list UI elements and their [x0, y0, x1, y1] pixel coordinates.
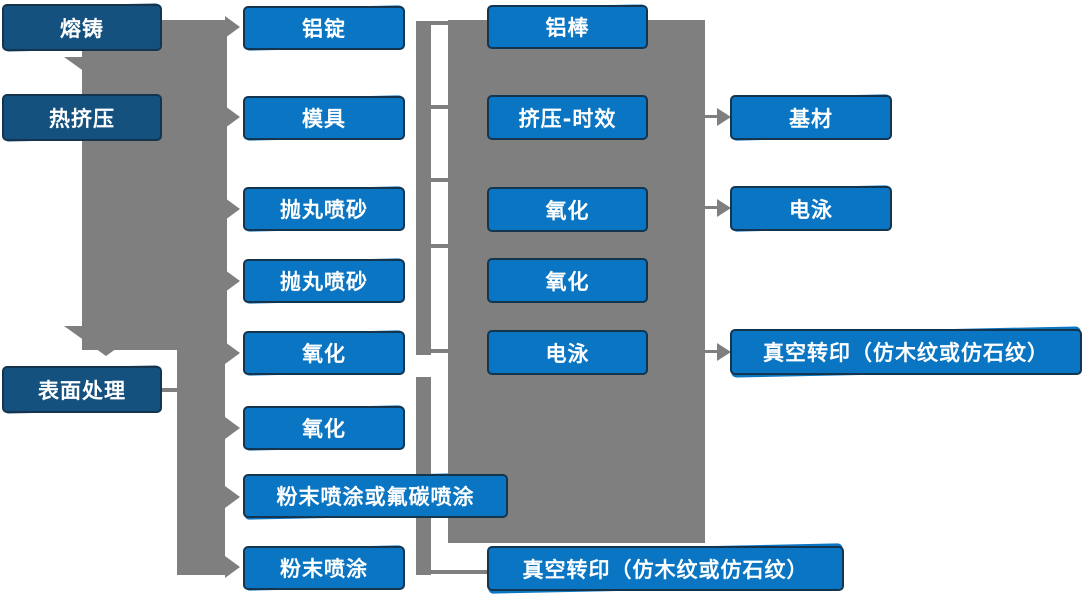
- stem-to-electrophoresis: [703, 206, 719, 209]
- node-base-material: 基材: [730, 95, 892, 140]
- arrowhead-to-aluminum-ingot: [225, 16, 240, 38]
- arrowhead-to-base-material: [717, 108, 731, 126]
- node-label: 氧化: [302, 417, 346, 441]
- node-label: 挤压-时效: [518, 106, 617, 131]
- flow-bar-left-lower: [177, 350, 225, 575]
- arrowhead-to-oxidation-1: [225, 342, 240, 364]
- node-label: 抛丸喷砂: [280, 270, 368, 294]
- node-label: 电泳: [545, 341, 590, 366]
- node-oxidation-4: 氧化: [487, 258, 648, 303]
- node-label: 氧化: [545, 269, 590, 294]
- node-label: 表面处理: [38, 378, 126, 403]
- node-label: 基材: [789, 106, 833, 131]
- arrowhead-to-vacuum-transfer: [717, 343, 731, 361]
- node-label: 粉末喷涂或氟碳喷涂: [276, 485, 475, 509]
- node-label: 真空转印（仿木纹或仿石纹）: [522, 557, 809, 582]
- node-label: 铝锭: [302, 17, 346, 41]
- node-label: 粉末喷涂: [280, 557, 368, 581]
- node-label: 模具: [302, 107, 346, 131]
- arrowhead-to-shot-blasting-2: [225, 270, 240, 292]
- node-label: 氧化: [545, 198, 590, 223]
- node-oxidation-1: 氧化: [243, 331, 405, 375]
- arrowhead-to-powder-coating: [225, 556, 240, 578]
- collector-tick-2: [431, 105, 448, 109]
- collector-tick-3: [431, 178, 448, 182]
- collector-tick-bottom: [431, 570, 492, 574]
- node-vacuum-transfer-print-1: 真空转印（仿木纹或仿石纹）: [487, 546, 844, 591]
- node-electrophoresis-1: 电泳: [487, 330, 648, 375]
- arrowhead-to-electrophoresis: [717, 199, 731, 217]
- node-label: 热挤压: [49, 106, 115, 131]
- arrowhead-to-oxidation-2: [225, 417, 240, 439]
- arrowhead-to-powder-or-fluorocarbon: [225, 486, 240, 508]
- node-label: 熔铸: [60, 16, 104, 41]
- node-label: 铝棒: [545, 16, 590, 40]
- arrowhead-to-shot-blasting-1: [225, 198, 240, 220]
- node-powder-or-fluorocarbon-coating: 粉末喷涂或氟碳喷涂: [243, 474, 508, 518]
- collector-tick-1: [431, 21, 448, 25]
- node-powder-coating: 粉末喷涂: [243, 546, 405, 590]
- node-label: 氧化: [302, 342, 346, 366]
- node-shot-blasting-2: 抛丸喷砂: [243, 259, 405, 303]
- collector-tick-4: [431, 244, 448, 248]
- node-hot-extrusion: 热挤压: [2, 94, 162, 141]
- arrowhead-to-mold: [225, 106, 240, 128]
- collector-bar-upper: [416, 21, 431, 355]
- node-oxidation-3: 氧化: [487, 187, 648, 232]
- node-label: 电泳: [789, 197, 833, 222]
- node-mold: 模具: [243, 96, 405, 140]
- node-aluminum-rod: 铝棒: [487, 5, 648, 49]
- down-arrowhead-to-hot-extrusion: [64, 57, 148, 87]
- node-electrophoresis-2: 电泳: [730, 186, 892, 231]
- node-smelting-casting: 熔铸: [2, 4, 162, 51]
- stem-to-vacuum-transfer: [703, 350, 719, 353]
- down-arrowhead-to-surface-treatment: [64, 326, 148, 356]
- node-extrusion-aging: 挤压-时效: [487, 95, 648, 140]
- node-vacuum-transfer-print-2: 真空转印（仿木纹或仿石纹）: [730, 329, 1082, 375]
- node-label: 真空转印（仿木纹或仿石纹）: [763, 341, 1049, 365]
- node-shot-blasting-1: 抛丸喷砂: [243, 187, 405, 231]
- node-oxidation-2: 氧化: [243, 406, 405, 450]
- stem-to-base-material: [703, 115, 719, 118]
- node-aluminum-ingot: 铝锭: [243, 6, 405, 50]
- surface-treatment-link-line: [161, 388, 179, 392]
- collector-tick-5: [431, 349, 448, 353]
- node-label: 抛丸喷砂: [280, 198, 368, 222]
- node-surface-treatment: 表面处理: [2, 366, 162, 413]
